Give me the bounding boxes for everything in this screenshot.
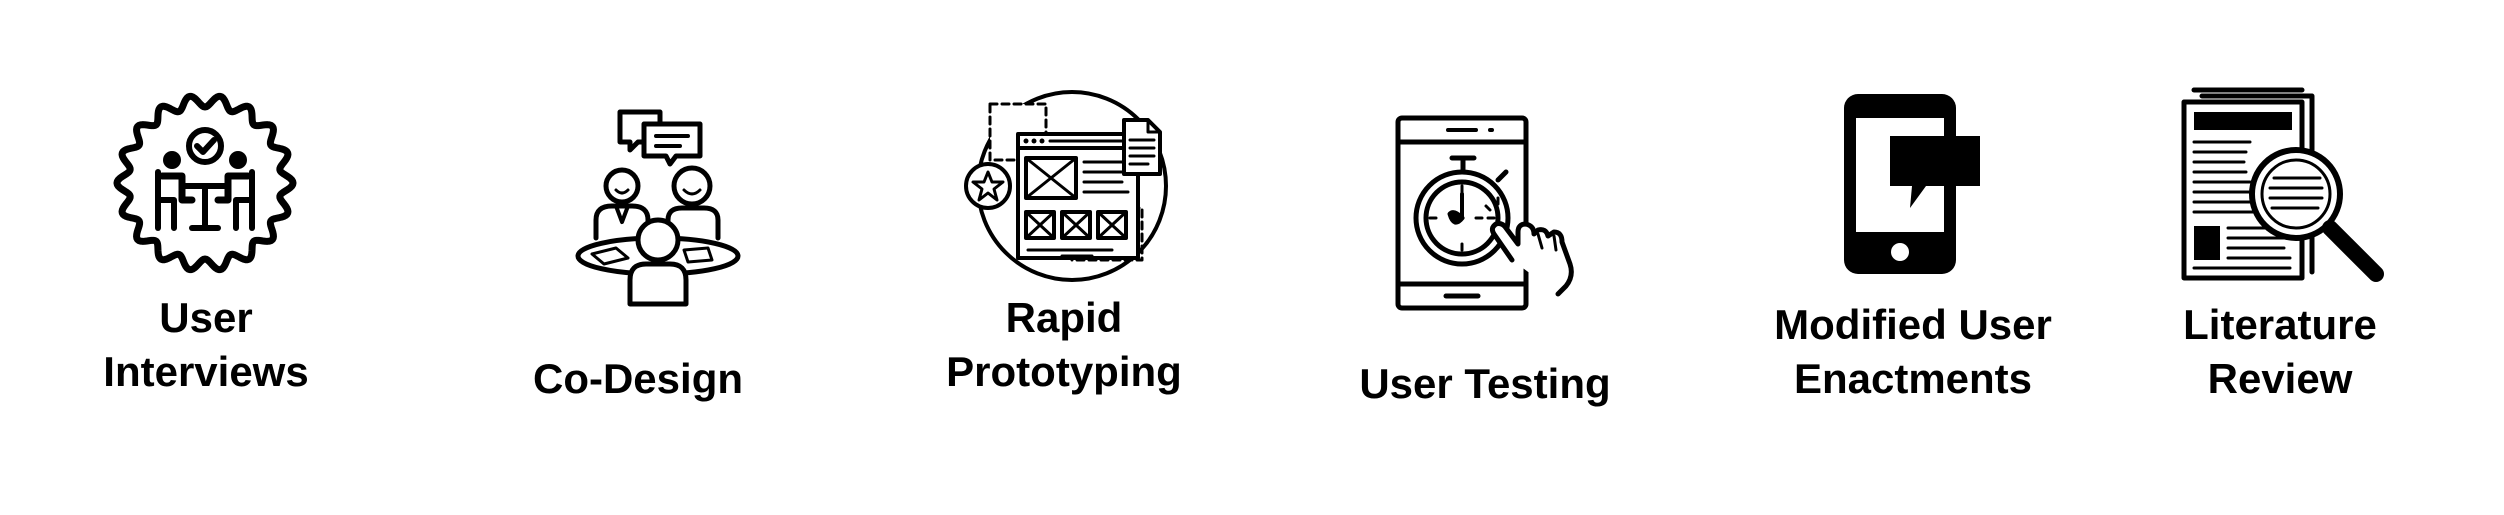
method-label-line: Interviews [103, 348, 309, 395]
method-label-line: Rapid [1005, 294, 1123, 341]
tablet-stopwatch-tap-icon [1394, 114, 1584, 314]
wireframe-prototype-icon [962, 86, 1172, 286]
method-label-line: Modified User [1774, 301, 2052, 348]
method-label-line: Enactments [1793, 355, 2033, 402]
group-discussion-icon [572, 108, 742, 308]
interview-badge-icon [110, 88, 300, 278]
document-magnifier-icon [2180, 86, 2390, 286]
phone-chat-icon [1842, 92, 1992, 280]
method-label-line: User [159, 294, 253, 341]
method-label-line: Prototyping [946, 348, 1182, 395]
method-label-line: User Testing [1359, 360, 1611, 407]
method-label-line: Co-Design [533, 355, 743, 402]
method-label-line: Literature [2183, 301, 2377, 348]
method-label-line: Review [2207, 355, 2353, 402]
